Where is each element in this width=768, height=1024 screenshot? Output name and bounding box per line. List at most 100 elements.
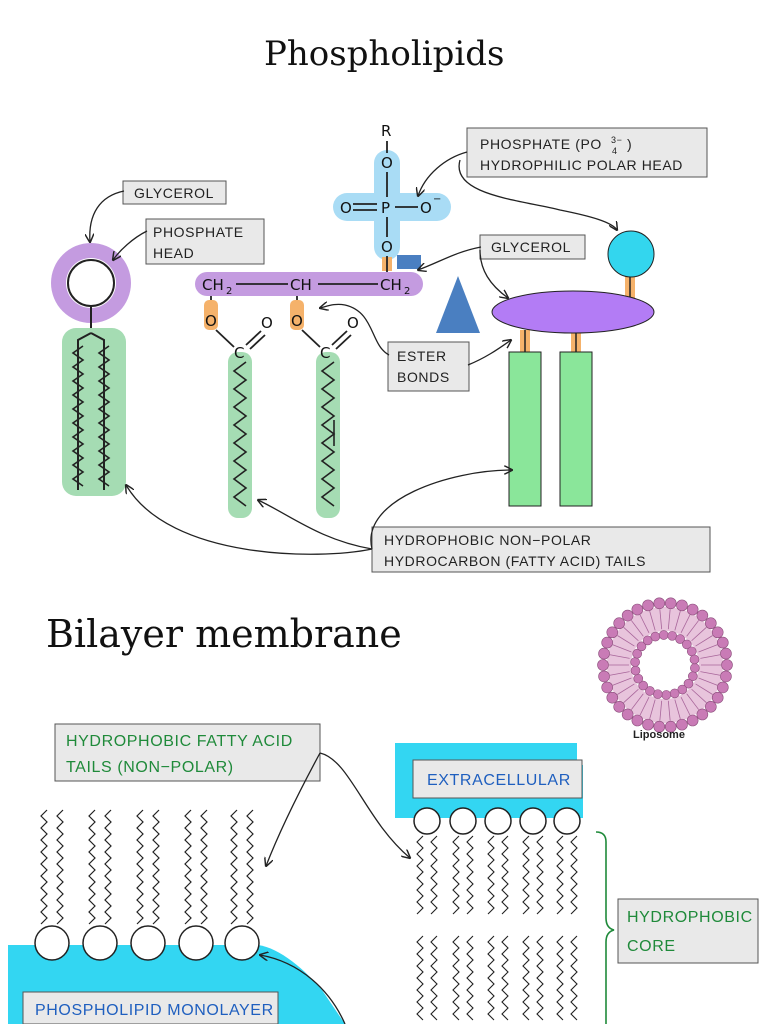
carbon-atom: C <box>320 344 330 362</box>
liposome-head <box>705 617 717 630</box>
liposome-tail <box>639 614 650 633</box>
liposome-tail <box>609 671 630 676</box>
liposome-tail <box>698 644 718 653</box>
label-glycerol-left: GLYCEROL <box>122 180 227 205</box>
lipid-tail <box>230 809 238 925</box>
ester-bond <box>204 300 218 330</box>
lipid-tail <box>416 935 424 1021</box>
extracellular-label: EXTRACELLULAR <box>427 772 571 789</box>
lipid-tail <box>200 809 208 925</box>
liposome-tail <box>659 609 663 630</box>
liposome-head <box>711 691 724 704</box>
liposome-tail <box>623 688 639 704</box>
liposome-head <box>658 630 669 640</box>
liposome-head <box>621 609 634 622</box>
svg-text:TAILS (NON−POLAR): TAILS (NON−POLAR) <box>66 759 234 776</box>
liposome-head <box>653 720 666 733</box>
oxygen-atom: O <box>340 199 352 217</box>
page-title: Phospholipids <box>264 34 505 74</box>
model-tail <box>508 351 542 507</box>
lipid-tail <box>501 835 509 915</box>
liposome-head <box>711 626 724 639</box>
svg-text:3−: 3− <box>611 135 622 145</box>
oxygen-atom: O <box>381 154 393 172</box>
liposome-head <box>642 635 653 646</box>
liposome-head <box>598 670 610 683</box>
liposome-tail <box>691 626 707 642</box>
lipid-tail <box>56 809 64 925</box>
lipid-tail <box>536 935 544 1021</box>
liposome-head <box>597 659 609 671</box>
label-hydrophobic-tails: HYDROPHOBIC NON−POLAR HYDROCARBON (FATTY… <box>371 526 711 573</box>
label-phosphate-ion: PHOSPHATE (PO 3− 4 ) HYDROPHILIC POLAR H… <box>466 127 708 178</box>
lipid-tail <box>487 835 495 915</box>
lipid-tail <box>452 935 460 1021</box>
liposome-head <box>717 636 729 649</box>
liposome-head <box>630 657 640 667</box>
liposome-head <box>631 603 644 616</box>
liposome-tail <box>659 700 663 721</box>
lipid-tail <box>88 809 96 925</box>
liposome-tail <box>695 635 713 647</box>
liposome-tail <box>617 635 635 647</box>
lipid-head <box>34 925 70 961</box>
liposome-label: Liposome <box>633 729 685 741</box>
tail-zigzag <box>232 361 248 507</box>
liposome-tail <box>686 620 700 637</box>
lipid-tail <box>570 935 578 1021</box>
liposome-tail <box>639 697 650 716</box>
label-fatty-acid-tails: HYDROPHOBIC FATTY ACID TAILS (NON−POLAR) <box>54 723 321 782</box>
svg-text:PHOSPHATE (PO: PHOSPHATE (PO <box>480 136 602 152</box>
liposome-head <box>677 684 688 695</box>
oxygen-atom: O <box>205 312 217 330</box>
lipid-head <box>484 807 512 835</box>
lipid-tail <box>452 835 460 915</box>
liposome-head <box>686 714 699 727</box>
liposome-tail <box>700 671 721 676</box>
lipid-tail <box>501 935 509 1021</box>
lipid-tail <box>430 935 438 1021</box>
liposome-head <box>686 603 699 616</box>
liposome-head <box>601 636 613 649</box>
oxygen-atom: O <box>420 199 432 217</box>
lipid-head <box>553 807 581 835</box>
liposome-head <box>721 659 733 671</box>
lipid-head <box>413 807 441 835</box>
liposome-tail <box>700 654 721 659</box>
annotation-arrows <box>90 151 617 555</box>
lipid-head <box>519 807 547 835</box>
bilayer-title: Bilayer membrane <box>46 612 402 656</box>
liposome-head <box>598 647 610 660</box>
liposome-tail <box>680 697 691 716</box>
liposome-head <box>631 714 644 727</box>
svg-text:HYDROPHOBIC NON−POLAR: HYDROPHOBIC NON−POLAR <box>384 532 591 548</box>
lipid-tail <box>430 835 438 915</box>
lipid-head <box>82 925 118 961</box>
svg-text:HYDROPHOBIC: HYDROPHOBIC <box>627 909 753 926</box>
liposome-tail <box>691 688 707 704</box>
svg-text:BONDS: BONDS <box>397 369 450 385</box>
liposome-head <box>675 634 685 644</box>
liposome-head <box>687 671 698 682</box>
liposome-icon <box>597 597 733 733</box>
liposome-head <box>661 690 672 700</box>
liposome-head <box>682 639 692 650</box>
structural-formula: R O O P O − O CH 2 CH CH 2 <box>195 122 451 518</box>
lipid-head <box>449 807 477 835</box>
liposome-tail <box>617 683 635 695</box>
svg-text:): ) <box>627 136 632 152</box>
model-tail <box>559 351 593 507</box>
liposome-tail <box>698 677 718 686</box>
svg-text:GLYCEROL: GLYCEROL <box>491 239 571 255</box>
liposome-tail <box>612 677 632 686</box>
phospholipid-monolayer: PHOSPHOLIPID MONOLAYER <box>8 809 345 1024</box>
liposome-head <box>630 665 641 676</box>
label-glycerol-right: GLYCEROL <box>479 234 586 260</box>
liposome-tail <box>674 611 681 631</box>
monolayer-label: PHOSPHOLIPID MONOLAYER <box>35 1002 274 1019</box>
lipid-tail <box>246 809 254 925</box>
oxygen-atom: O <box>291 312 303 330</box>
phosphate-marker <box>397 255 421 269</box>
svg-text:PHOSPHATE: PHOSPHATE <box>153 224 244 240</box>
liposome-head <box>606 626 619 639</box>
